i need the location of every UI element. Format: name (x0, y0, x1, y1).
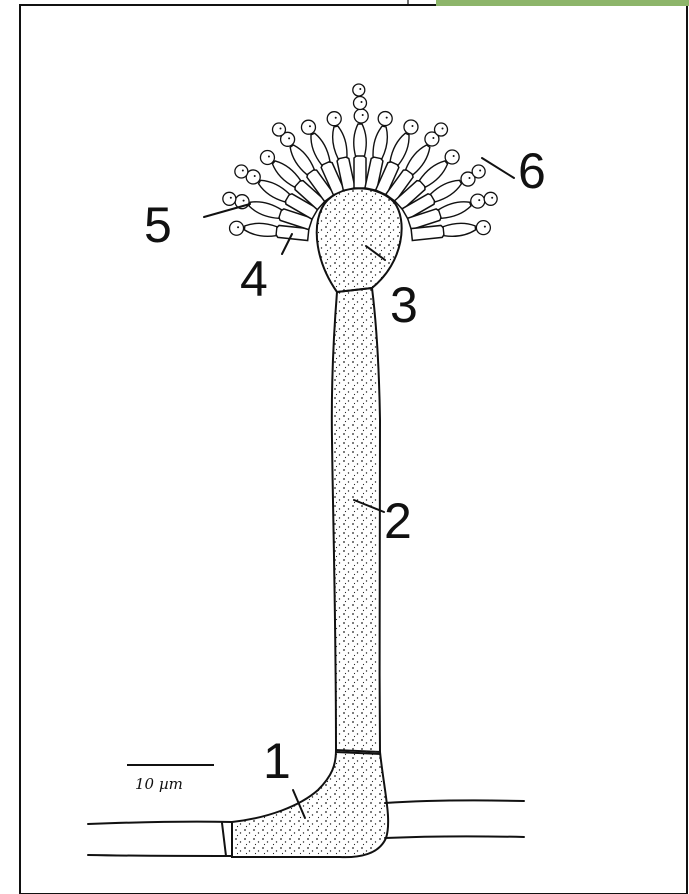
phialide (259, 180, 290, 202)
conidium-dot (230, 197, 232, 199)
conidium-dot (243, 200, 245, 202)
conidium-dot (268, 155, 270, 157)
conidium-dot (491, 197, 493, 199)
conidium (353, 84, 365, 96)
label-6: 6 (518, 143, 546, 199)
conidium-dot (484, 226, 486, 228)
conidium-dot (479, 170, 481, 172)
conidium (484, 192, 497, 205)
conidium-dot (288, 137, 290, 139)
leader-line-5 (204, 204, 250, 217)
vesicle (317, 188, 402, 292)
conidium-dot (279, 128, 281, 130)
conidium-dot (386, 117, 388, 119)
conidium-dot (254, 175, 256, 177)
phialide (244, 223, 277, 236)
phialide (373, 126, 387, 159)
phialide (438, 202, 470, 219)
phialide (354, 124, 367, 156)
conidium-dot (242, 170, 244, 172)
conidium-dot (335, 117, 337, 119)
corner-tab (436, 0, 689, 6)
conidium-dot (411, 125, 413, 127)
conidium-dot (362, 114, 364, 116)
conidium (354, 97, 367, 110)
phialide (311, 133, 330, 165)
conidium (404, 120, 418, 134)
conidium (354, 109, 368, 123)
scale-bar-text: 10 µm (135, 775, 183, 793)
label-5: 5 (144, 197, 172, 253)
conidium (435, 123, 448, 136)
conidium-dot (478, 199, 480, 201)
conidiophore-stalk (332, 288, 380, 754)
label-2: 2 (384, 493, 412, 549)
conidium-dot (309, 125, 311, 127)
conidium (476, 221, 490, 235)
phialide (333, 126, 347, 159)
label-3: 3 (390, 277, 418, 333)
metula (354, 155, 366, 188)
conidium-dot (442, 128, 444, 130)
conidium (223, 192, 236, 205)
phialide (419, 161, 447, 187)
scale-bar: 10 µm (127, 765, 214, 793)
conidium-dot (432, 137, 434, 139)
phialide (290, 145, 314, 175)
foot-cell (232, 750, 388, 857)
conidium (472, 165, 485, 178)
phialide (272, 161, 300, 187)
conidium-dot (237, 226, 239, 228)
conidium (230, 221, 244, 235)
label-4: 4 (240, 251, 268, 307)
conidium-dot (359, 88, 361, 90)
conidium-dot (468, 177, 470, 179)
conidium (272, 123, 285, 136)
phialide (390, 133, 409, 165)
phialide (443, 223, 476, 236)
conidium-dot (361, 101, 363, 103)
leader-line-6 (482, 158, 514, 178)
conidium (235, 165, 248, 178)
conidium (378, 112, 392, 126)
conidium (301, 120, 315, 134)
phialide (430, 180, 461, 202)
metula (411, 225, 444, 240)
phialide (406, 145, 430, 175)
phialide (249, 202, 281, 219)
conidium (445, 150, 459, 164)
conidium (327, 112, 341, 126)
conidium-dot (453, 155, 455, 157)
conidium (471, 194, 485, 208)
label-1: 1 (263, 733, 291, 789)
conidium (260, 150, 274, 164)
